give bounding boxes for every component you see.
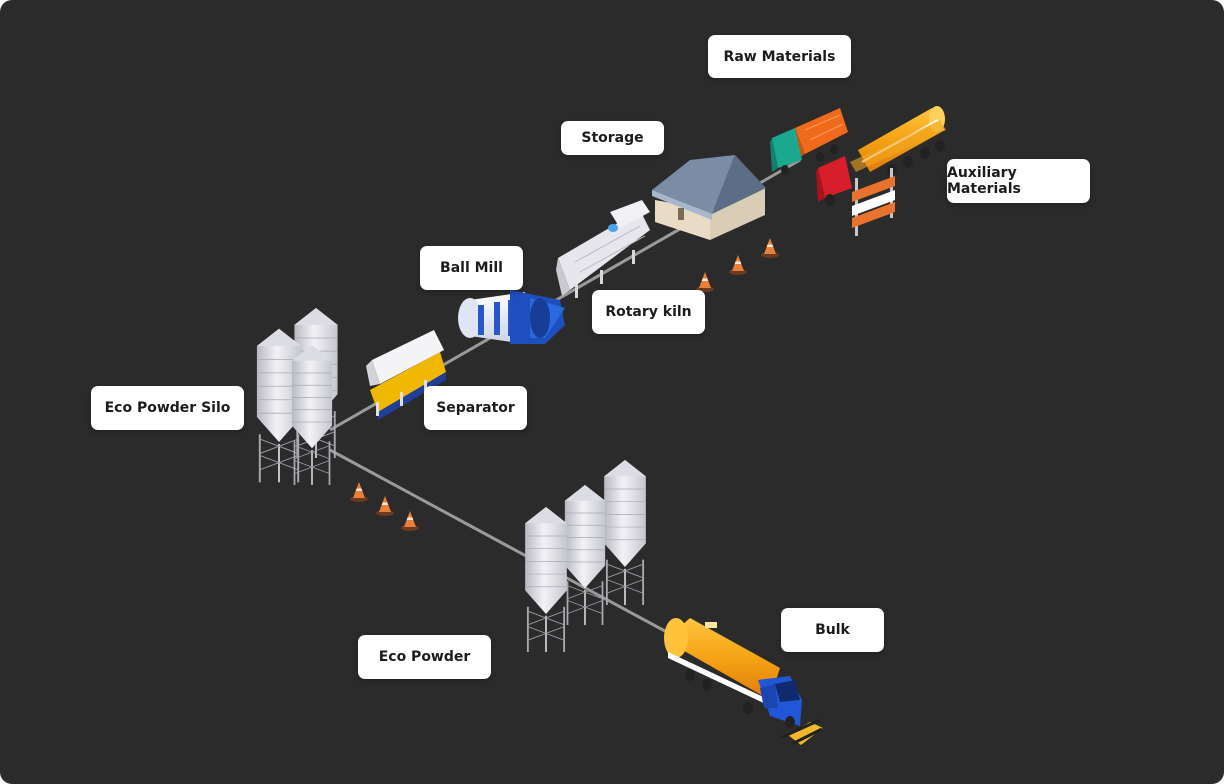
traffic-cones-upper (696, 238, 779, 292)
bulk-tanker-truck-illustration (664, 618, 823, 746)
rotary-kiln-label: Rotary kiln (592, 290, 705, 334)
eco-powder-silo-label: Eco Powder Silo (91, 386, 244, 430)
rotary-kiln-illustration (556, 200, 650, 298)
eco-powder-silo-illustration (256, 307, 339, 486)
separator-label: Separator (424, 386, 527, 430)
auxiliary-materials-truck-illustration (816, 106, 946, 236)
storage-label: Storage (561, 121, 664, 155)
eco-powder-storage-silos-illustration (524, 459, 647, 653)
eco-powder-label: Eco Powder (358, 635, 491, 679)
raw-materials-label: Raw Materials (708, 35, 851, 78)
ball-mill-label: Ball Mill (420, 246, 523, 290)
storage-warehouse-illustration (652, 155, 766, 240)
raw-materials-truck-illustration (770, 108, 848, 175)
traffic-cones-lower (350, 482, 419, 531)
auxiliary-materials-label: Auxiliary Materials (947, 159, 1090, 203)
bulk-label: Bulk (781, 608, 884, 652)
ball-mill-illustration (458, 290, 565, 344)
separator-illustration (366, 330, 446, 420)
